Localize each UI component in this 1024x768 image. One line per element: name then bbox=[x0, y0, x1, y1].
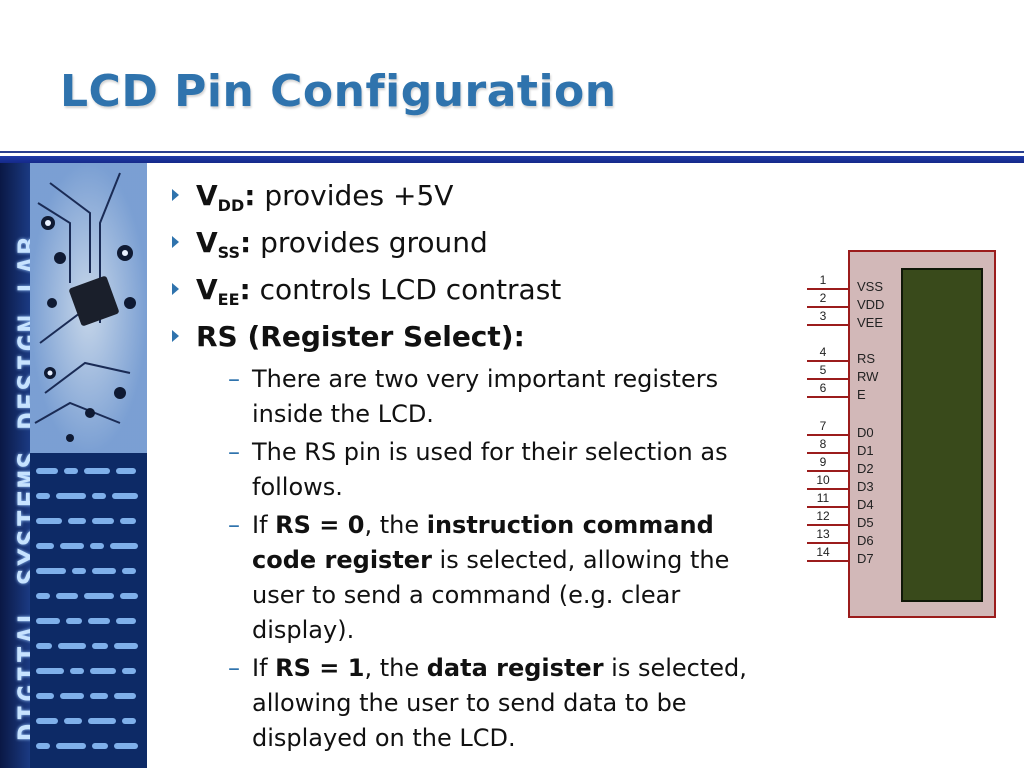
pin-number: 6 bbox=[819, 381, 827, 395]
sub-item-registers: –There are two very important registers … bbox=[196, 362, 780, 432]
pin-label: VSS bbox=[857, 279, 884, 294]
pin-label: D3 bbox=[857, 479, 874, 494]
pin-number: 2 bbox=[819, 291, 827, 305]
bullet-arrow-icon bbox=[172, 330, 179, 342]
rs-sub-list: –There are two very important registers … bbox=[196, 362, 780, 756]
sub-item-selection: –The RS pin is used for their selection … bbox=[196, 435, 780, 505]
bullet-vdd: VDD: provides +5V bbox=[170, 172, 780, 219]
sidebar-decorative-panel: DIGITAL SYSTEMS DESIGN LAB bbox=[0, 163, 147, 768]
dash-icon: – bbox=[228, 365, 240, 393]
pin-number: 11 bbox=[816, 491, 830, 505]
dash-icon: – bbox=[228, 438, 240, 466]
pin-label: RS bbox=[857, 351, 876, 366]
sidebar-text-strip bbox=[0, 163, 31, 768]
pin-number: 14 bbox=[816, 545, 830, 559]
pin-label: D4 bbox=[857, 497, 874, 512]
bullet-arrow-icon bbox=[172, 236, 179, 248]
pin-line bbox=[807, 396, 849, 398]
pin-number: 1 bbox=[819, 273, 827, 287]
pin-line bbox=[807, 524, 849, 526]
sub-item-rs1: –If RS = 1, the data register is selecte… bbox=[196, 651, 780, 756]
pin-number: 13 bbox=[816, 527, 830, 541]
dash-icon: – bbox=[228, 511, 240, 539]
pin-line bbox=[807, 324, 849, 326]
pin-label: D1 bbox=[857, 443, 874, 458]
title-divider-thick bbox=[0, 156, 1024, 163]
pin-number: 10 bbox=[816, 473, 830, 487]
title-divider-thin bbox=[0, 151, 1024, 153]
bullet-vss: VSS: provides ground bbox=[170, 219, 780, 266]
slide-title: LCD Pin Configuration bbox=[60, 66, 617, 117]
pin-label: D7 bbox=[857, 551, 874, 566]
pin-label: RW bbox=[857, 369, 879, 384]
pin-number: 4 bbox=[819, 345, 827, 359]
pin-line bbox=[807, 470, 849, 472]
pin-number: 7 bbox=[819, 419, 827, 433]
pin-label: D0 bbox=[857, 425, 874, 440]
pin-label: D5 bbox=[857, 515, 874, 530]
pin-number: 9 bbox=[819, 455, 827, 469]
pin-line bbox=[807, 506, 849, 508]
bullet-list: VDD: provides +5V VSS: provides ground V… bbox=[170, 172, 780, 759]
pin-line bbox=[807, 360, 849, 362]
pin-number: 8 bbox=[819, 437, 827, 451]
circuit-board-image bbox=[30, 163, 147, 768]
pin-label: D6 bbox=[857, 533, 874, 548]
pin-label: VEE bbox=[857, 315, 884, 330]
pin-line bbox=[807, 306, 849, 308]
pin-line bbox=[807, 378, 849, 380]
pin-line bbox=[807, 488, 849, 490]
pin-label: VDD bbox=[857, 297, 885, 312]
bullet-arrow-icon bbox=[172, 189, 179, 201]
pin-number: 5 bbox=[819, 363, 827, 377]
chip-icon bbox=[69, 276, 119, 326]
pin-label: E bbox=[857, 387, 866, 402]
dash-icon: – bbox=[228, 654, 240, 682]
bullet-arrow-icon bbox=[172, 283, 179, 295]
pin-number: 3 bbox=[819, 309, 827, 323]
pin-label: D2 bbox=[857, 461, 874, 476]
pin-line bbox=[807, 542, 849, 544]
pin-number: 12 bbox=[816, 509, 830, 523]
bullet-rs: RS (Register Select): –There are two ver… bbox=[170, 313, 780, 756]
pin-line bbox=[807, 560, 849, 562]
pin-line bbox=[807, 434, 849, 436]
pin-line bbox=[807, 288, 849, 290]
bullet-vee: VEE: controls LCD contrast bbox=[170, 266, 780, 313]
sub-item-rs0: –If RS = 0, the instruction command code… bbox=[196, 508, 780, 648]
lcd-screen bbox=[901, 268, 983, 602]
pin-line bbox=[807, 452, 849, 454]
